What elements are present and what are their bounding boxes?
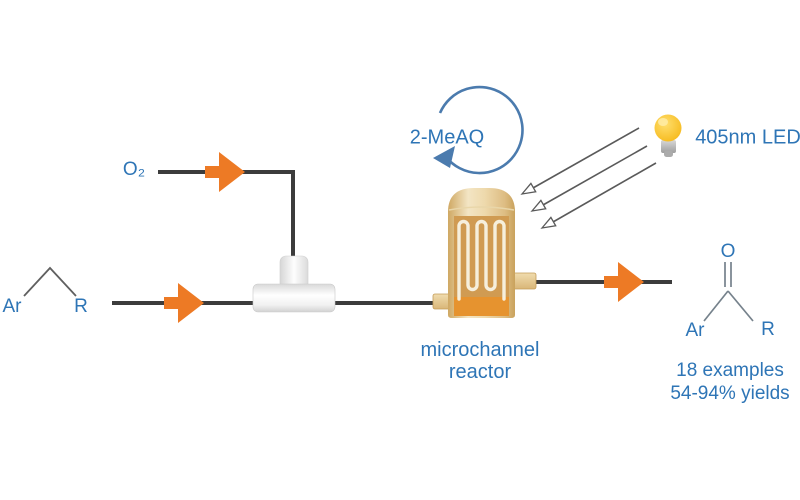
reactor-label: microchannel reactor [421,339,540,383]
substrate-alkyl-label: R [74,296,88,317]
flow-arrow-substrate [164,283,204,323]
reactor-label-line1: microchannel [420,339,540,361]
product-ar-bond [703,290,729,322]
reactor-bottom-band [454,297,509,316]
flow-lines [112,170,672,305]
light-ray-arrowhead [540,216,557,229]
product-alkyl-label: R [761,319,775,340]
product-carbonyl-label: O [720,241,736,262]
catalyst-label: 2-MeAQ [409,126,485,149]
light-ray-arrowhead [520,182,537,195]
bulb-highlight [658,118,668,126]
oxygen-label: O₂ [122,159,146,180]
substrate-structure-bonds [23,266,77,297]
reactor-label-line2: reactor [448,361,512,383]
substrate-aryl-label: Ar [2,296,22,317]
product-aryl-label: Ar [685,320,705,341]
bulb-globe [654,114,682,142]
t-mixer [252,255,336,313]
reactor-channel-panel [454,216,509,299]
catalyst-recycle-arrow [433,85,524,175]
examples-count: 18 examples [676,360,784,381]
flow-arrow-o2 [205,152,245,192]
recycle-arrowhead [433,146,455,168]
reactor-dome-seam [448,206,515,211]
flow-direction-arrows [164,152,644,323]
lightbulb-icon [654,114,682,157]
results-summary: 18 examples 54-94% yields [670,359,789,405]
bulb-base-tip [664,151,673,157]
microchannel-reactor [432,188,537,318]
o2-feed-line [158,170,295,262]
serpentine-channel [457,219,506,301]
t-mixer-bar [252,283,336,313]
light-ray [552,162,657,223]
substrate-bonds [23,266,77,297]
light-rays [520,127,657,229]
bulb-base [661,140,676,153]
product-r-bond [727,290,754,322]
light-ray [532,127,640,189]
yields-range: 54-94% yields [670,383,790,404]
led-label: 405nm LED [695,126,800,149]
flow-arrow-product [604,262,644,302]
recycle-arc [438,85,524,175]
light-ray [542,145,648,206]
product-structure-bonds [703,262,754,322]
light-ray-arrowhead [530,199,547,212]
